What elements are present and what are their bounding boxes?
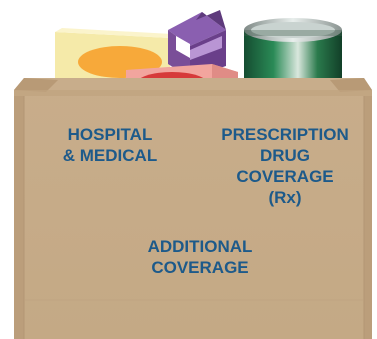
prescription-drug-coverage-label: PRESCRIPTION DRUG COVERAGE (Rx): [221, 125, 349, 207]
grocery-bag-icon: [14, 78, 372, 339]
additional-coverage-label: ADDITIONAL COVERAGE: [147, 237, 253, 277]
hospital-medical-label: HOSPITAL & MEDICAL: [62, 125, 158, 165]
